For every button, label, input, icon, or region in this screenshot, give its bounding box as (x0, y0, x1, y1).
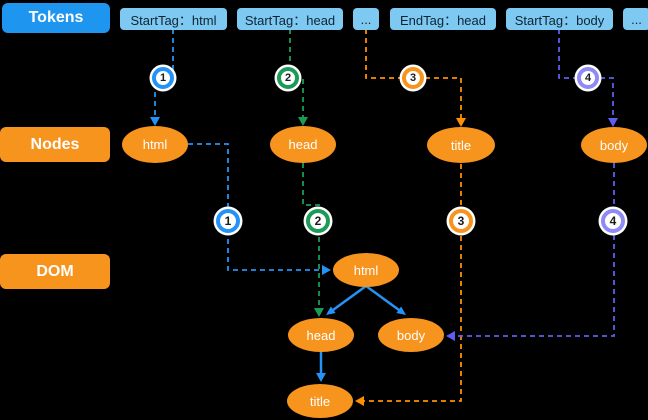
nodes-row-label: Nodes (0, 127, 110, 162)
token-body-arrowhead (608, 118, 618, 127)
step-circle-1-mid: 1 (216, 209, 240, 233)
step-circle-4-mid: 4 (601, 209, 625, 233)
token-ellipsis-2: ... (623, 8, 648, 30)
token-ellipsis-arrowhead (456, 118, 466, 127)
dom-node-body: body (378, 318, 444, 352)
step-circle-2-top: 2 (277, 67, 299, 89)
token-html-arrowhead (150, 117, 160, 126)
node-title-to-dom-line (364, 164, 462, 402)
node-ellipse-title: title (427, 127, 495, 163)
token-starttag-head: StartTag：head (237, 8, 343, 30)
dom-node-title: title (287, 384, 353, 418)
step-circle-3-mid: 3 (449, 209, 473, 233)
node-html-dom-arrowhead (322, 265, 331, 275)
node-head-dom-arrowhead (314, 308, 324, 317)
dom-node-html: html (333, 253, 399, 287)
step-circle-3-top: 3 (402, 67, 424, 89)
node-body-dom-arrowhead (446, 331, 455, 341)
step-circle-2-mid: 2 (306, 209, 330, 233)
node-ellipse-head: head (270, 126, 336, 163)
token-ellipsis-to-title-line (365, 29, 462, 119)
node-head-to-dom-line (302, 163, 320, 309)
token-starttag-html: StartTag：html (120, 8, 227, 30)
dom-html-body-arrowhead (396, 306, 406, 315)
node-html-to-dom-line (188, 143, 322, 271)
dom-html-head-edge (332, 284, 367, 312)
node-body-to-dom-line (455, 163, 615, 337)
node-title-dom-arrowhead (355, 396, 364, 406)
dom-html-head-arrowhead (326, 306, 336, 315)
token-endtag-head: EndTag：head (390, 8, 496, 30)
step-circle-1-top: 1 (152, 67, 174, 89)
dom-row-label: DOM (0, 254, 110, 289)
dom-node-head: head (288, 318, 354, 352)
tokens-row-label: Tokens (2, 3, 110, 33)
dom-html-body-edge (365, 284, 400, 312)
token-ellipsis-1: ... (353, 8, 379, 30)
dom-head-title-arrowhead (316, 373, 326, 382)
token-head-arrowhead (298, 117, 308, 126)
step-circle-4-top: 4 (577, 67, 599, 89)
node-ellipse-body: body (581, 127, 647, 163)
token-starttag-body: StartTag：body (506, 8, 613, 30)
node-ellipse-html: html (122, 126, 188, 163)
